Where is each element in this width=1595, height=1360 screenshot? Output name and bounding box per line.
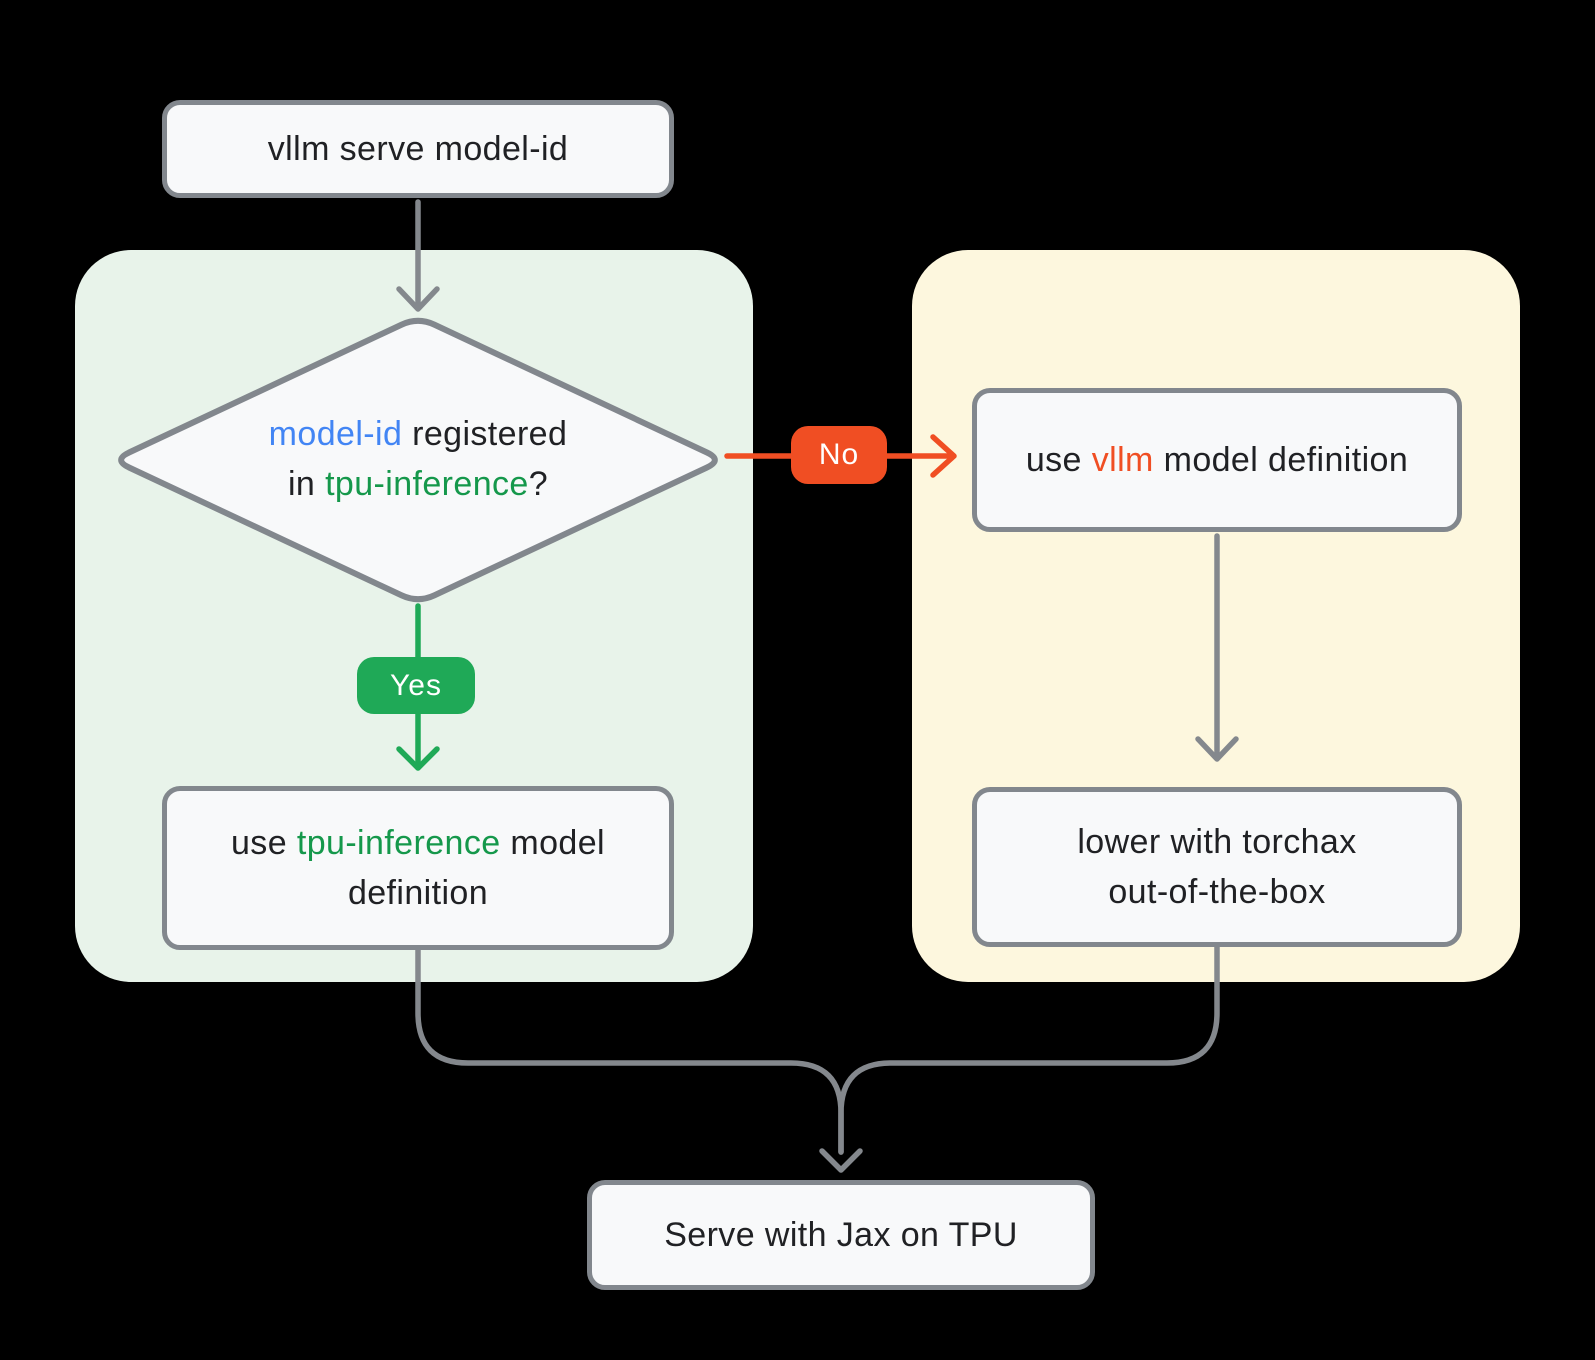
decision-term-tpu-inference: tpu-inference bbox=[325, 465, 529, 503]
torchax-node: lower with torchax out-of-the-box bbox=[972, 787, 1462, 947]
decision-node-label: model-id registered in tpu-inference? bbox=[118, 409, 718, 509]
serve-node-label: Serve with Jax on TPU bbox=[664, 1216, 1018, 1254]
torchax-line-1: lower with torchax bbox=[1077, 823, 1357, 861]
tpu-node-line-1: use tpu-inference model bbox=[231, 824, 605, 862]
start-node: vllm serve model-id bbox=[162, 100, 674, 198]
decision-line-1: model-id registered bbox=[268, 415, 568, 453]
tpu-model-definition-node: use tpu-inference model definition bbox=[162, 786, 674, 950]
vllm-term: vllm bbox=[1091, 441, 1154, 479]
serve-node: Serve with Jax on TPU bbox=[587, 1180, 1095, 1290]
decision-term-model-id: model-id bbox=[268, 415, 403, 453]
no-badge: No bbox=[791, 426, 887, 484]
vllm-model-definition-node: use vllm model definition bbox=[972, 388, 1462, 532]
tpu-inference-term: tpu-inference bbox=[296, 824, 501, 862]
decision-line-2: in tpu-inference? bbox=[287, 465, 549, 503]
tpu-node-line-2: definition bbox=[347, 874, 489, 912]
yes-badge: Yes bbox=[357, 657, 475, 714]
vllm-node-label: use vllm model definition bbox=[1025, 441, 1409, 479]
torchax-line-2: out-of-the-box bbox=[1108, 873, 1326, 911]
start-node-label: vllm serve model-id bbox=[267, 130, 569, 168]
merge-arrowhead-icon bbox=[819, 1148, 863, 1173]
